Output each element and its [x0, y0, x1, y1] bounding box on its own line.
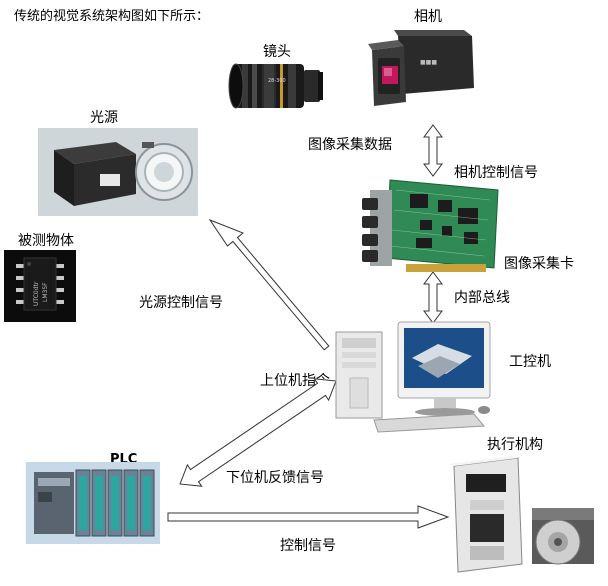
svg-text:■■■: ■■■	[420, 59, 437, 66]
light-control-arrow	[208, 218, 330, 351]
internal-bus-arrow	[423, 271, 443, 324]
control-signal-label: 控制信号	[280, 538, 336, 554]
control-signal-arrow	[167, 505, 450, 529]
lens-label: 镜头	[263, 44, 291, 60]
camera-control-label: 相机控制信号	[454, 165, 538, 181]
object-image: UTC0dtr LM35F	[4, 250, 76, 322]
internal-bus-label: 内部总线	[454, 290, 510, 306]
chip-text-1: UTC0dtr	[33, 281, 40, 306]
capture-data-label: 图像采集数据	[308, 137, 392, 153]
light-source-label: 光源	[90, 110, 118, 126]
light-source-image	[38, 128, 198, 216]
camera-label: 相机	[414, 9, 442, 25]
capture-data-arrow	[423, 124, 443, 177]
lower-feedback-label: 下位机反馈信号	[226, 470, 324, 486]
actuator-image	[448, 456, 594, 573]
diagram-intro: 传统的视觉系统架构图如下所示：	[14, 9, 210, 24]
actuator-label: 执行机构	[487, 437, 543, 453]
lens-image: 28-300	[228, 63, 323, 109]
upper-command-label: 上位机指令	[260, 373, 330, 389]
camera-image: ■■■	[368, 30, 474, 106]
chip-text-2: LM35F	[42, 282, 49, 302]
plc-image	[26, 462, 160, 544]
capture-card-label: 图像采集卡	[504, 256, 574, 272]
light-control-label: 光源控制信号	[139, 295, 223, 311]
ipc-image	[335, 321, 491, 433]
ipc-label: 工控机	[509, 354, 551, 370]
capture-card-image	[362, 179, 499, 272]
svg-text:28-300: 28-300	[268, 78, 286, 84]
object-label: 被测物体	[18, 233, 74, 249]
upper-lower-arrow	[179, 378, 337, 487]
